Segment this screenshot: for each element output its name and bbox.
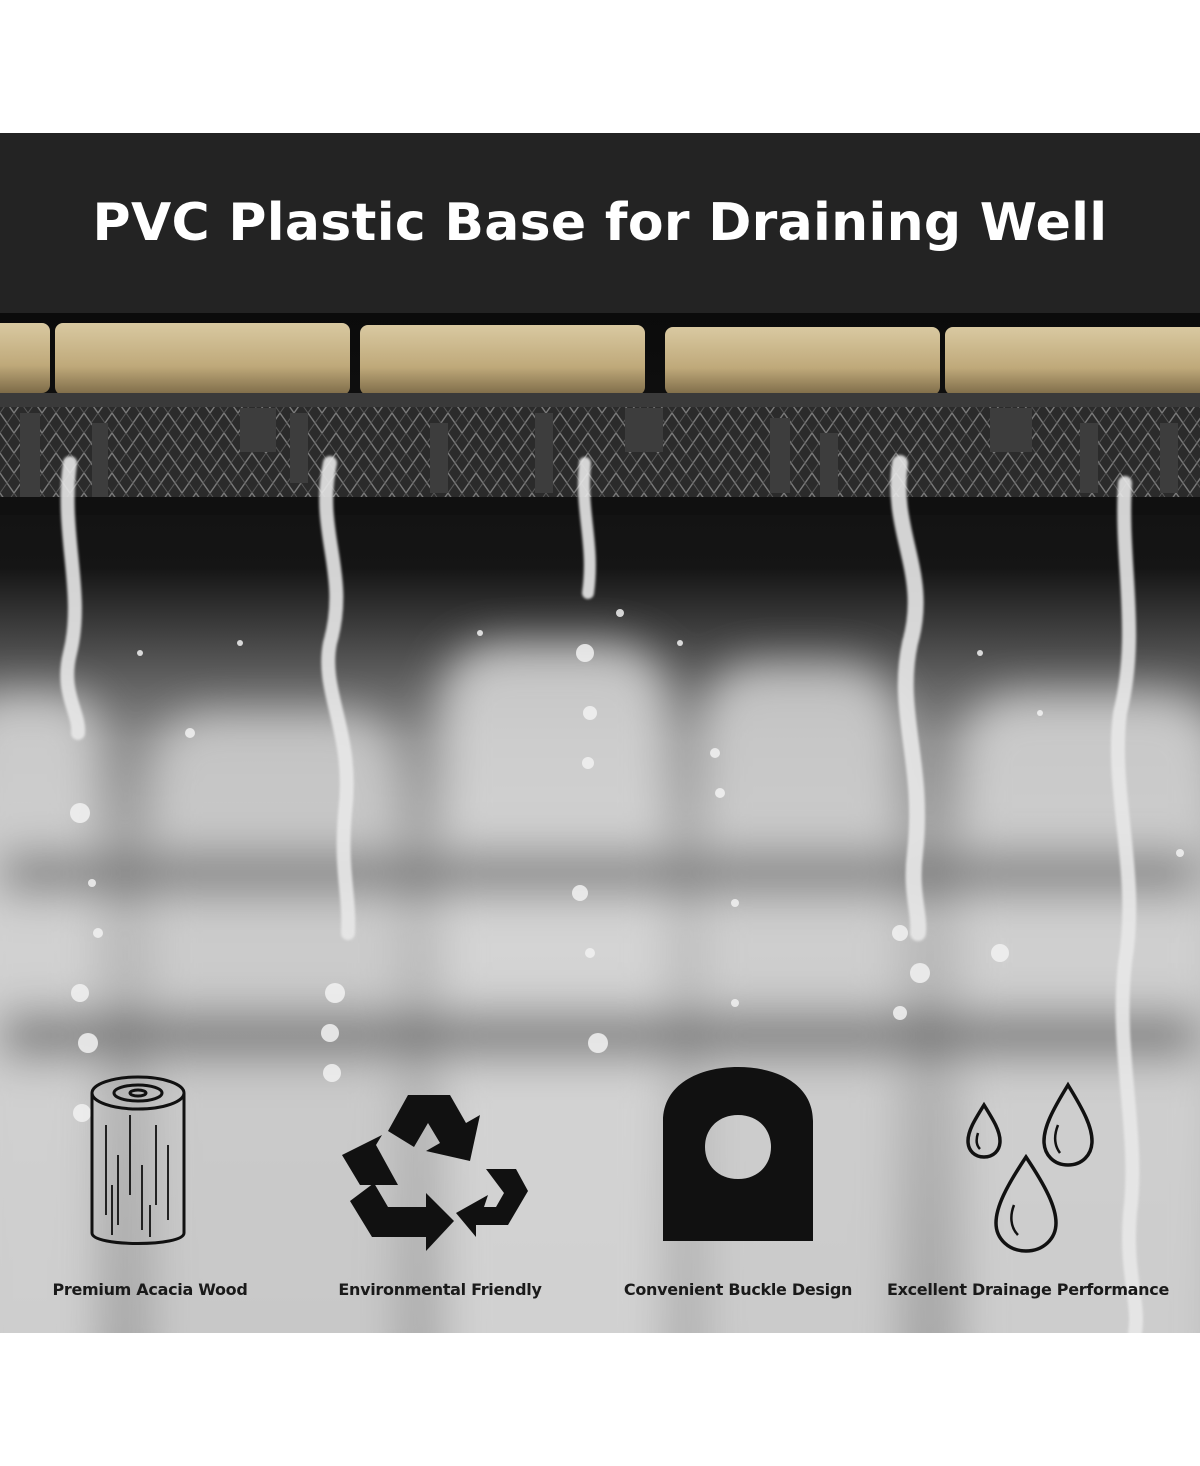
title-banner: PVC Plastic Base for Draining Well <box>0 133 1200 313</box>
buckle-icon <box>663 1067 813 1241</box>
water-streams <box>60 455 1144 1333</box>
wood-log-icon <box>90 1075 186 1245</box>
feature-list: Premium Acacia Wood Environmental Friend… <box>0 1065 1200 1305</box>
recycle-icon <box>342 1095 528 1251</box>
product-image-panel: PVC Plastic Base for Draining Well <box>0 133 1200 1333</box>
drainage-photo <box>0 313 1200 1333</box>
feature-drainage: Excellent Drainage Performance <box>878 1065 1178 1305</box>
feature-environmental: Environmental Friendly <box>290 1065 590 1305</box>
water-drops-icon <box>966 1081 1094 1253</box>
feature-label: Convenient Buckle Design <box>623 1280 853 1299</box>
wooden-slats <box>0 323 1200 395</box>
feature-label: Environmental Friendly <box>338 1280 542 1299</box>
feature-label: Premium Acacia Wood <box>52 1280 248 1299</box>
banner-title: PVC Plastic Base for Draining Well <box>92 193 1108 253</box>
water-droplets <box>70 609 1184 1122</box>
feature-buckle: Convenient Buckle Design <box>588 1065 888 1305</box>
feature-label: Excellent Drainage Performance <box>886 1280 1170 1299</box>
feature-premium-wood: Premium Acacia Wood <box>0 1065 300 1305</box>
